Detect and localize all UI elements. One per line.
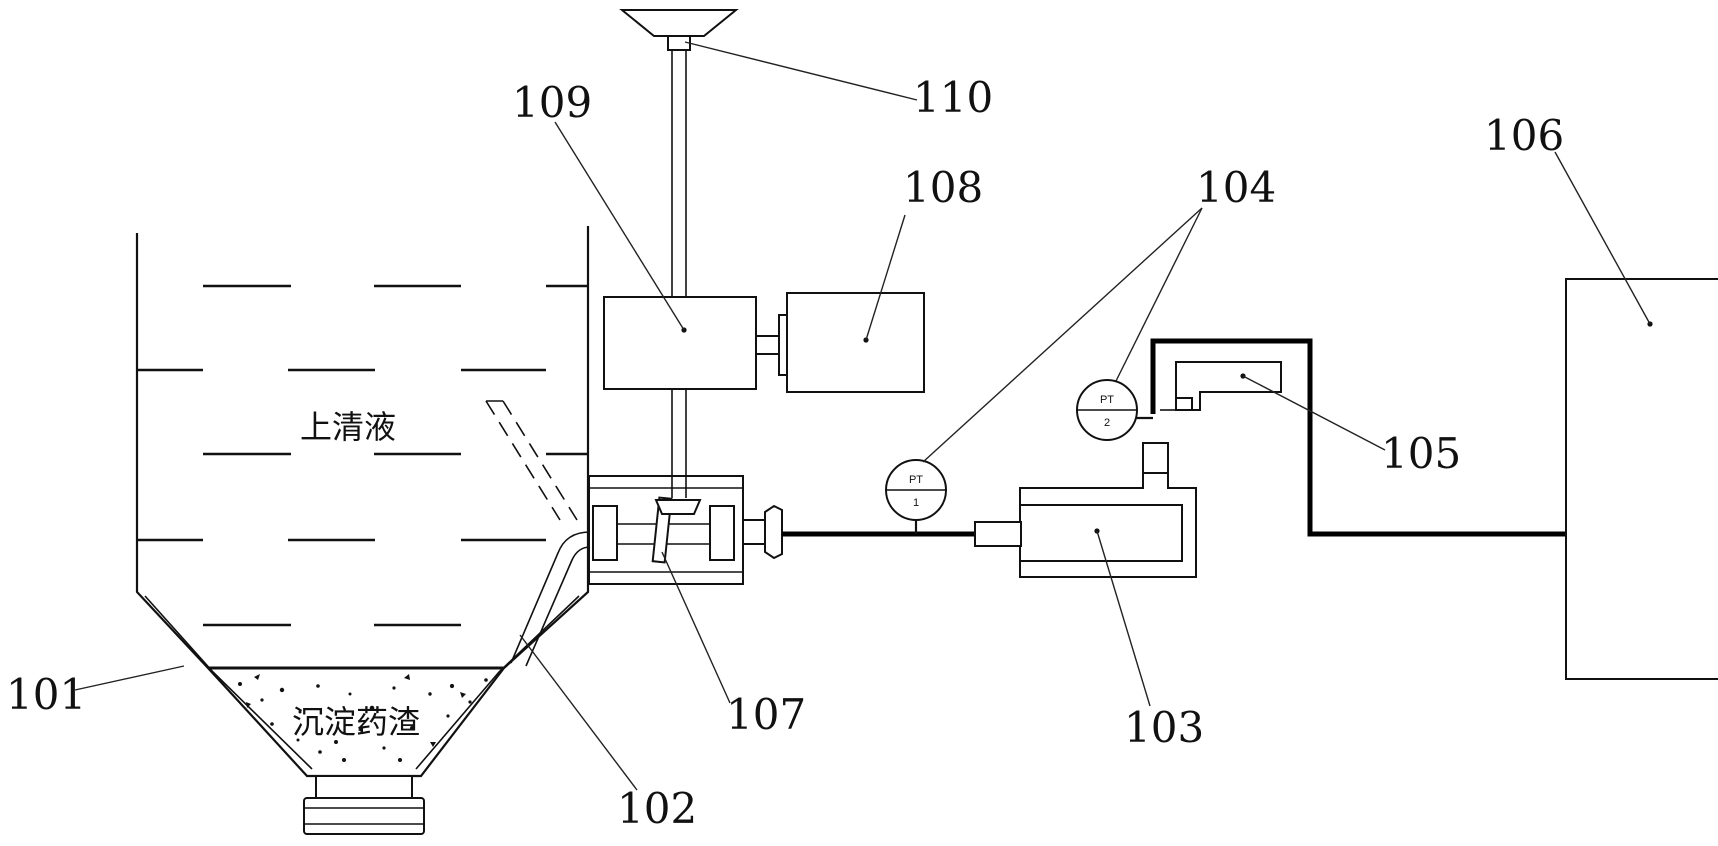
sediment-label: 沉淀药渣	[292, 703, 420, 741]
valve-stem	[619, 9, 739, 498]
handwheel	[619, 9, 739, 37]
reference-labels: 110 109 108 104 106 105 107 103 102 101	[6, 73, 1564, 833]
valve-body	[588, 475, 783, 585]
label-107: 107	[726, 690, 806, 739]
svg-text:1: 1	[913, 497, 919, 509]
svg-text:2: 2	[1104, 417, 1110, 429]
sediment-speckles	[238, 674, 488, 762]
label-101: 101	[6, 670, 86, 719]
gearbox	[603, 296, 757, 390]
svg-text:PT: PT	[909, 474, 923, 486]
pressure-gauge-1: PT 1	[885, 459, 947, 521]
label-108: 108	[903, 163, 983, 212]
label-110: 110	[913, 73, 993, 122]
component-105	[1160, 361, 1282, 411]
pressure-gauge-2: PT 2	[1076, 379, 1138, 441]
label-102: 102	[617, 784, 697, 833]
settling-tank: 上清液 沉淀药渣	[135, 226, 590, 835]
svg-text:PT: PT	[1100, 394, 1114, 406]
label-103: 103	[1124, 703, 1204, 752]
pump	[974, 442, 1197, 578]
supernatant-label: 上清液	[300, 408, 396, 446]
leader-lines	[74, 41, 1651, 791]
receiver-106	[1565, 278, 1718, 680]
label-105: 105	[1381, 429, 1461, 478]
label-109: 109	[512, 78, 592, 127]
label-104: 104	[1196, 163, 1276, 212]
liquid-dashes	[137, 284, 588, 627]
label-106: 106	[1484, 111, 1564, 160]
suction-pipe	[485, 400, 591, 667]
motor	[755, 292, 925, 393]
